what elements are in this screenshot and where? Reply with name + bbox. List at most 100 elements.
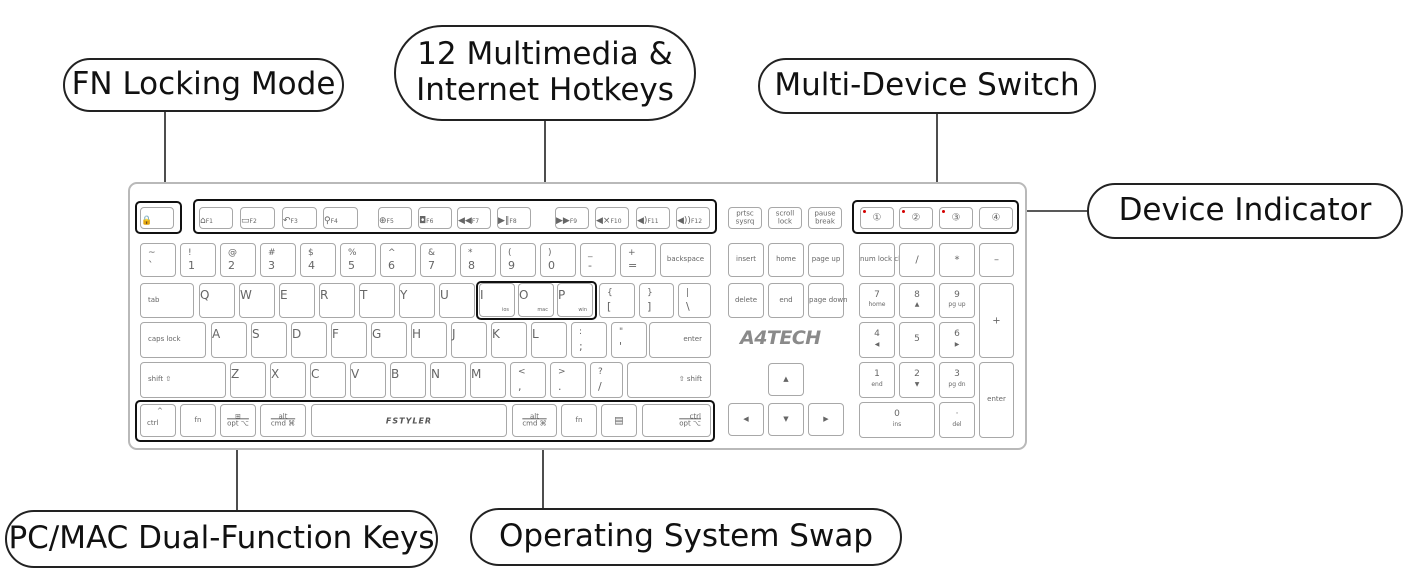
key-f[interactable]: F <box>331 322 367 358</box>
key-x[interactable]: X <box>270 362 306 398</box>
key-3[interactable]: #3 <box>260 243 296 277</box>
key-f4[interactable]: ⚲F4 <box>323 207 358 229</box>
key-num-lock[interactable]: num lock clear <box>859 243 912 277</box>
key-7[interactable]: &7 <box>420 243 456 277</box>
key-device-3[interactable]: ③ <box>939 207 973 229</box>
key-v[interactable]: V <box>350 362 386 398</box>
key-num-8[interactable]: 8▲ <box>899 283 935 318</box>
key-minus[interactable]: _- <box>580 243 616 277</box>
key-h[interactable]: H <box>411 322 447 358</box>
key-2[interactable]: @2 <box>220 243 256 277</box>
key-z[interactable]: Z <box>230 362 266 398</box>
key-a[interactable]: A <box>211 322 247 358</box>
key-left-shift[interactable]: shift ⇧ <box>140 362 226 398</box>
key-num-star[interactable]: * <box>939 243 975 277</box>
key-quote[interactable]: "' <box>611 322 647 358</box>
key-insert[interactable]: insert <box>728 243 764 277</box>
key-8[interactable]: *8 <box>460 243 496 277</box>
key-num-6[interactable]: 6▶ <box>939 322 975 358</box>
key-page-up[interactable]: page up <box>808 243 844 277</box>
key-tab[interactable]: tab <box>140 283 194 318</box>
key-g[interactable]: G <box>371 322 407 358</box>
key-d[interactable]: D <box>291 322 327 358</box>
key-num-plus[interactable]: + <box>979 283 1014 358</box>
key-period[interactable]: >. <box>550 362 586 398</box>
key-k[interactable]: K <box>491 322 527 358</box>
key-num-minus[interactable]: – <box>979 243 1014 277</box>
key-arrow-up[interactable]: ▲ <box>768 363 804 396</box>
key-t[interactable]: T <box>359 283 395 318</box>
key-num-slash[interactable]: / <box>899 243 935 277</box>
key-num-dot[interactable]: ·del <box>939 402 975 438</box>
key-f10[interactable]: ◀×F10 <box>595 207 629 229</box>
key-f2[interactable]: ▭F2 <box>240 207 275 229</box>
key-u[interactable]: U <box>439 283 475 318</box>
key-right-bracket[interactable]: }] <box>639 283 674 318</box>
key-q[interactable]: Q <box>199 283 235 318</box>
key-right-fn[interactable]: fn <box>561 404 597 437</box>
key-j[interactable]: J <box>451 322 487 358</box>
key-arrow-down[interactable]: ▼ <box>768 403 804 436</box>
key-num-4[interactable]: 4◀ <box>859 322 895 358</box>
key-delete[interactable]: delete <box>728 283 764 318</box>
key-semicolon[interactable]: :; <box>571 322 607 358</box>
key-right-shift[interactable]: ⇧ shift <box>627 362 711 398</box>
key-w[interactable]: W <box>239 283 275 318</box>
key-r[interactable]: R <box>319 283 355 318</box>
key-device-1[interactable]: ① <box>860 207 894 229</box>
key-y[interactable]: Y <box>399 283 435 318</box>
key-num-5[interactable]: 5 <box>899 322 935 358</box>
key-arrow-left[interactable]: ◀ <box>728 403 764 436</box>
key-f8[interactable]: ▶‖F8 <box>497 207 531 229</box>
key-backspace[interactable]: backspace <box>660 243 711 277</box>
key-f6[interactable]: ◘F6 <box>418 207 452 229</box>
key-m[interactable]: M <box>470 362 506 398</box>
key-left-ctrl[interactable]: ^ctrl <box>140 404 176 437</box>
key-s[interactable]: S <box>251 322 287 358</box>
key-left-bracket[interactable]: {[ <box>599 283 635 318</box>
key-fn[interactable]: fn <box>180 404 216 437</box>
key-backslash[interactable]: |\ <box>678 283 711 318</box>
key-4[interactable]: $4 <box>300 243 336 277</box>
key-end[interactable]: end <box>768 283 804 318</box>
key-1[interactable]: !1 <box>180 243 216 277</box>
key-n[interactable]: N <box>430 362 466 398</box>
key-arrow-right[interactable]: ▶ <box>808 403 844 436</box>
key-page-down[interactable]: page down <box>808 283 848 318</box>
key-enter[interactable]: enter <box>649 322 711 358</box>
key-f3[interactable]: ↶F3 <box>282 207 317 229</box>
key-f9[interactable]: ▶▶F9 <box>555 207 589 229</box>
key-win-opt[interactable]: ⊞opt ⌥ <box>220 404 256 437</box>
key-5[interactable]: %5 <box>340 243 376 277</box>
key-menu[interactable]: ▤ <box>601 404 637 437</box>
key-device-2[interactable]: ② <box>899 207 933 229</box>
key-backtick[interactable]: ~` <box>140 243 176 277</box>
key-num-enter[interactable]: enter <box>979 362 1014 438</box>
key-caps-lock[interactable]: caps lock <box>140 322 206 358</box>
key-f7[interactable]: ◀◀F7 <box>457 207 491 229</box>
key-f11[interactable]: ◀)F11 <box>636 207 670 229</box>
key-9[interactable]: (9 <box>500 243 536 277</box>
key-0[interactable]: )0 <box>540 243 576 277</box>
key-c[interactable]: C <box>310 362 346 398</box>
key-6[interactable]: ^6 <box>380 243 416 277</box>
key-l[interactable]: L <box>531 322 567 358</box>
key-comma[interactable]: <, <box>510 362 546 398</box>
key-home[interactable]: home <box>768 243 804 277</box>
key-spacebar[interactable]: FSTYLER <box>311 404 507 437</box>
key-f12[interactable]: ◀))F12 <box>676 207 710 229</box>
key-e[interactable]: E <box>279 283 315 318</box>
